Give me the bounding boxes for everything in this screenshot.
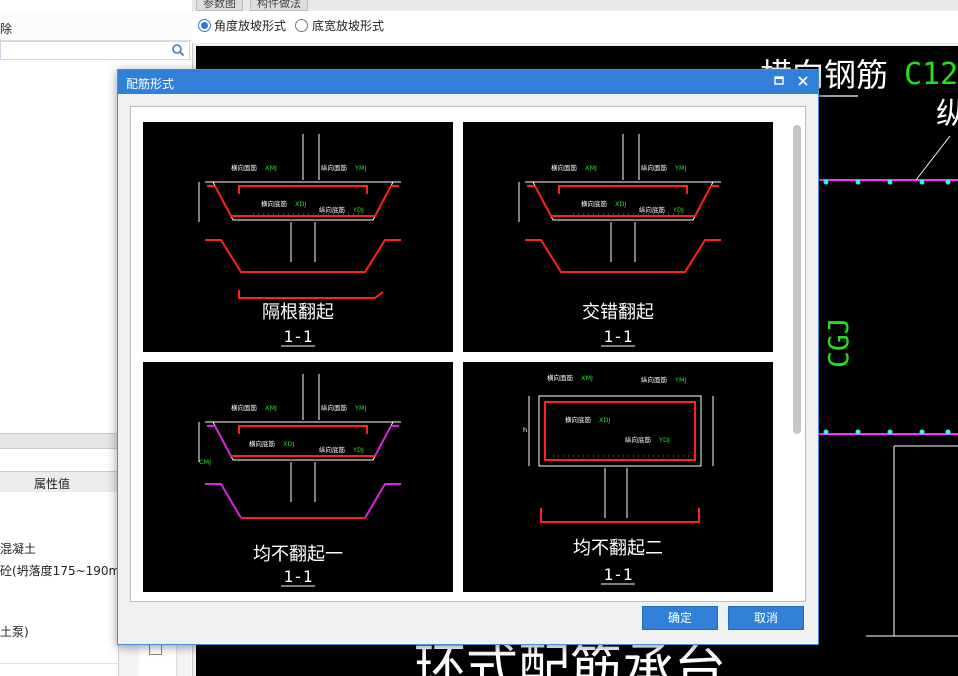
property-row[interactable] <box>0 580 118 603</box>
svg-text:纵向底筋: 纵向底筋 <box>319 205 346 214</box>
svg-text:横向面筋: 横向面筋 <box>547 373 574 382</box>
svg-text:YDJ: YDJ <box>658 436 670 444</box>
svg-text:纵向底筋: 纵向底筋 <box>319 445 346 454</box>
maximize-icon[interactable] <box>772 74 786 88</box>
cad-bottom-title: 环式配筋承台 <box>414 639 726 676</box>
svg-text:h: h <box>523 426 527 434</box>
option-title: 交错翻起 <box>582 302 654 323</box>
cad-label-cgj: CGJ <box>822 317 855 368</box>
svg-text:纵向底筋: 纵向底筋 <box>625 435 652 444</box>
radio-angle-slope[interactable] <box>198 19 211 32</box>
option-alternate-bend-diagram: 横向面筋 XMJ 纵向面筋 YMJ 横向底筋 XDJ 纵向底筋 YDJ 隔根翻起… <box>198 134 401 347</box>
svg-text:XMJ: XMJ <box>581 374 593 382</box>
svg-text:纵向面筋: 纵向面筋 <box>321 403 348 412</box>
svg-text:XDJ: XDJ <box>283 440 294 448</box>
option-no-bend-two[interactable]: 横向面筋 XMJ 纵向面筋 YMJ 横向底筋 XDJ 纵向底筋 YDJ h 均不… <box>463 362 773 592</box>
property-table-header: 属性值 <box>0 471 118 493</box>
svg-text:横向底筋: 横向底筋 <box>249 439 276 448</box>
tab-bar: 参数图 构件做法 <box>192 0 958 11</box>
option-no-bend-two-diagram: 横向面筋 XMJ 纵向面筋 YMJ 横向底筋 XDJ 纵向底筋 YDJ h 均不… <box>523 373 714 585</box>
property-row[interactable]: 混凝土 <box>0 536 118 559</box>
svg-text:横向底筋: 横向底筋 <box>581 199 608 208</box>
property-value: 混凝土 <box>0 542 37 556</box>
search-icon[interactable] <box>171 43 185 57</box>
option-staggered-bend[interactable]: 横向面筋 XMJ 纵向面筋 YMJ 横向底筋 XDJ 纵向底筋 YDJ 交错翻起… <box>463 122 773 352</box>
rebar-options-grid: 横向面筋 XMJ 纵向面筋 YMJ 横向底筋 XDJ 纵向底筋 YDJ 隔根翻起… <box>130 106 806 602</box>
svg-text:YMJ: YMJ <box>674 376 687 384</box>
svg-text:YMJ: YMJ <box>674 164 687 172</box>
option-alternate-bend[interactable]: 横向面筋 XMJ 纵向面筋 YMJ 横向底筋 XDJ 纵向底筋 YDJ 隔根翻起… <box>143 122 453 352</box>
svg-text:横向面筋: 横向面筋 <box>231 403 258 412</box>
option-no-bend-one[interactable]: 横向面筋 XMJ 纵向面筋 YMJ 横向底筋 XDJ 纵向底筋 YDJ CMJ … <box>143 362 453 592</box>
option-staggered-bend-diagram: 横向面筋 XMJ 纵向面筋 YMJ 横向底筋 XDJ 纵向底筋 YDJ 交错翻起… <box>518 134 721 347</box>
svg-text:YMJ: YMJ <box>354 164 367 172</box>
slope-mode-row: 角度放坡形式 底宽放坡形式 <box>192 11 958 43</box>
svg-text:纵向底筋: 纵向底筋 <box>639 205 666 214</box>
property-row[interactable] <box>0 514 118 537</box>
delete-button[interactable]: 除 <box>0 22 13 36</box>
tab-param-diagram[interactable]: 参数图 <box>196 0 243 11</box>
cancel-button[interactable]: 取消 <box>728 606 804 630</box>
radio-width-slope[interactable] <box>295 19 308 32</box>
rebar-form-dialog: 配筋形式 <box>117 69 819 645</box>
close-icon[interactable] <box>796 74 810 88</box>
svg-text:XDJ: XDJ <box>599 416 610 424</box>
cad-leader <box>915 135 951 181</box>
svg-text:纵向面筋: 纵向面筋 <box>321 163 348 172</box>
dialog-scrollbar-thumb[interactable] <box>793 125 801 434</box>
option-section: 1-1 <box>284 567 313 586</box>
left-toolbar <box>0 14 192 41</box>
svg-text:XMJ: XMJ <box>585 164 597 172</box>
dialog-title: 配筋形式 <box>126 77 175 91</box>
svg-text:XDJ: XDJ <box>615 200 626 208</box>
radio-angle-slope-label[interactable]: 角度放坡形式 <box>214 19 287 33</box>
svg-text:横向面筋: 横向面筋 <box>231 163 258 172</box>
svg-text:YDJ: YDJ <box>672 206 684 214</box>
property-row[interactable]: 土泵) <box>0 619 118 642</box>
svg-text:纵向面筋: 纵向面筋 <box>641 375 668 384</box>
svg-text:XMJ: XMJ <box>265 404 277 412</box>
tab-component-method[interactable]: 构件做法 <box>250 0 308 11</box>
svg-text:纵向面筋: 纵向面筋 <box>641 163 668 172</box>
option-title: 隔根翻起 <box>262 302 334 323</box>
cad-heading-code: C12 <box>904 57 958 92</box>
property-row[interactable] <box>0 641 118 664</box>
svg-text:横向底筋: 横向底筋 <box>565 415 592 424</box>
cad-dots <box>823 179 951 435</box>
property-row[interactable] <box>0 492 118 515</box>
svg-text:横向面筋: 横向面筋 <box>551 163 578 172</box>
svg-text:横向底筋: 横向底筋 <box>261 199 288 208</box>
property-value: 土泵) <box>0 625 29 639</box>
svg-text:YMJ: YMJ <box>354 404 367 412</box>
svg-text:YDJ: YDJ <box>352 446 364 454</box>
dialog-title-bar[interactable]: 配筋形式 <box>118 70 818 94</box>
property-value: 砼(坍落度175~190m... <box>0 564 118 578</box>
search-input[interactable] <box>0 41 190 60</box>
svg-text:YDJ: YDJ <box>352 206 364 214</box>
cad-sub-heading: 纵 <box>936 97 958 132</box>
property-row[interactable]: 砼(坍落度175~190m... <box>0 558 118 581</box>
radio-width-slope-label[interactable]: 底宽放坡形式 <box>312 19 385 33</box>
option-section: 1-1 <box>604 565 633 584</box>
svg-text:XMJ: XMJ <box>265 164 277 172</box>
option-no-bend-one-diagram: 横向面筋 XMJ 纵向面筋 YMJ 横向底筋 XDJ 纵向底筋 YDJ CMJ … <box>198 374 401 587</box>
svg-text:XDJ: XDJ <box>295 200 306 208</box>
cad-drawing: 横向钢筋 C12 纵 CGJ 环式配筋承台 <box>414 56 958 676</box>
option-section: 1-1 <box>604 327 633 346</box>
option-title: 均不翻起一 <box>253 544 343 565</box>
ok-button[interactable]: 确定 <box>642 606 718 630</box>
option-title: 均不翻起二 <box>573 538 663 559</box>
svg-text:CMJ: CMJ <box>199 458 211 466</box>
option-section: 1-1 <box>284 327 313 346</box>
property-value-header: 属性值 <box>34 477 71 491</box>
